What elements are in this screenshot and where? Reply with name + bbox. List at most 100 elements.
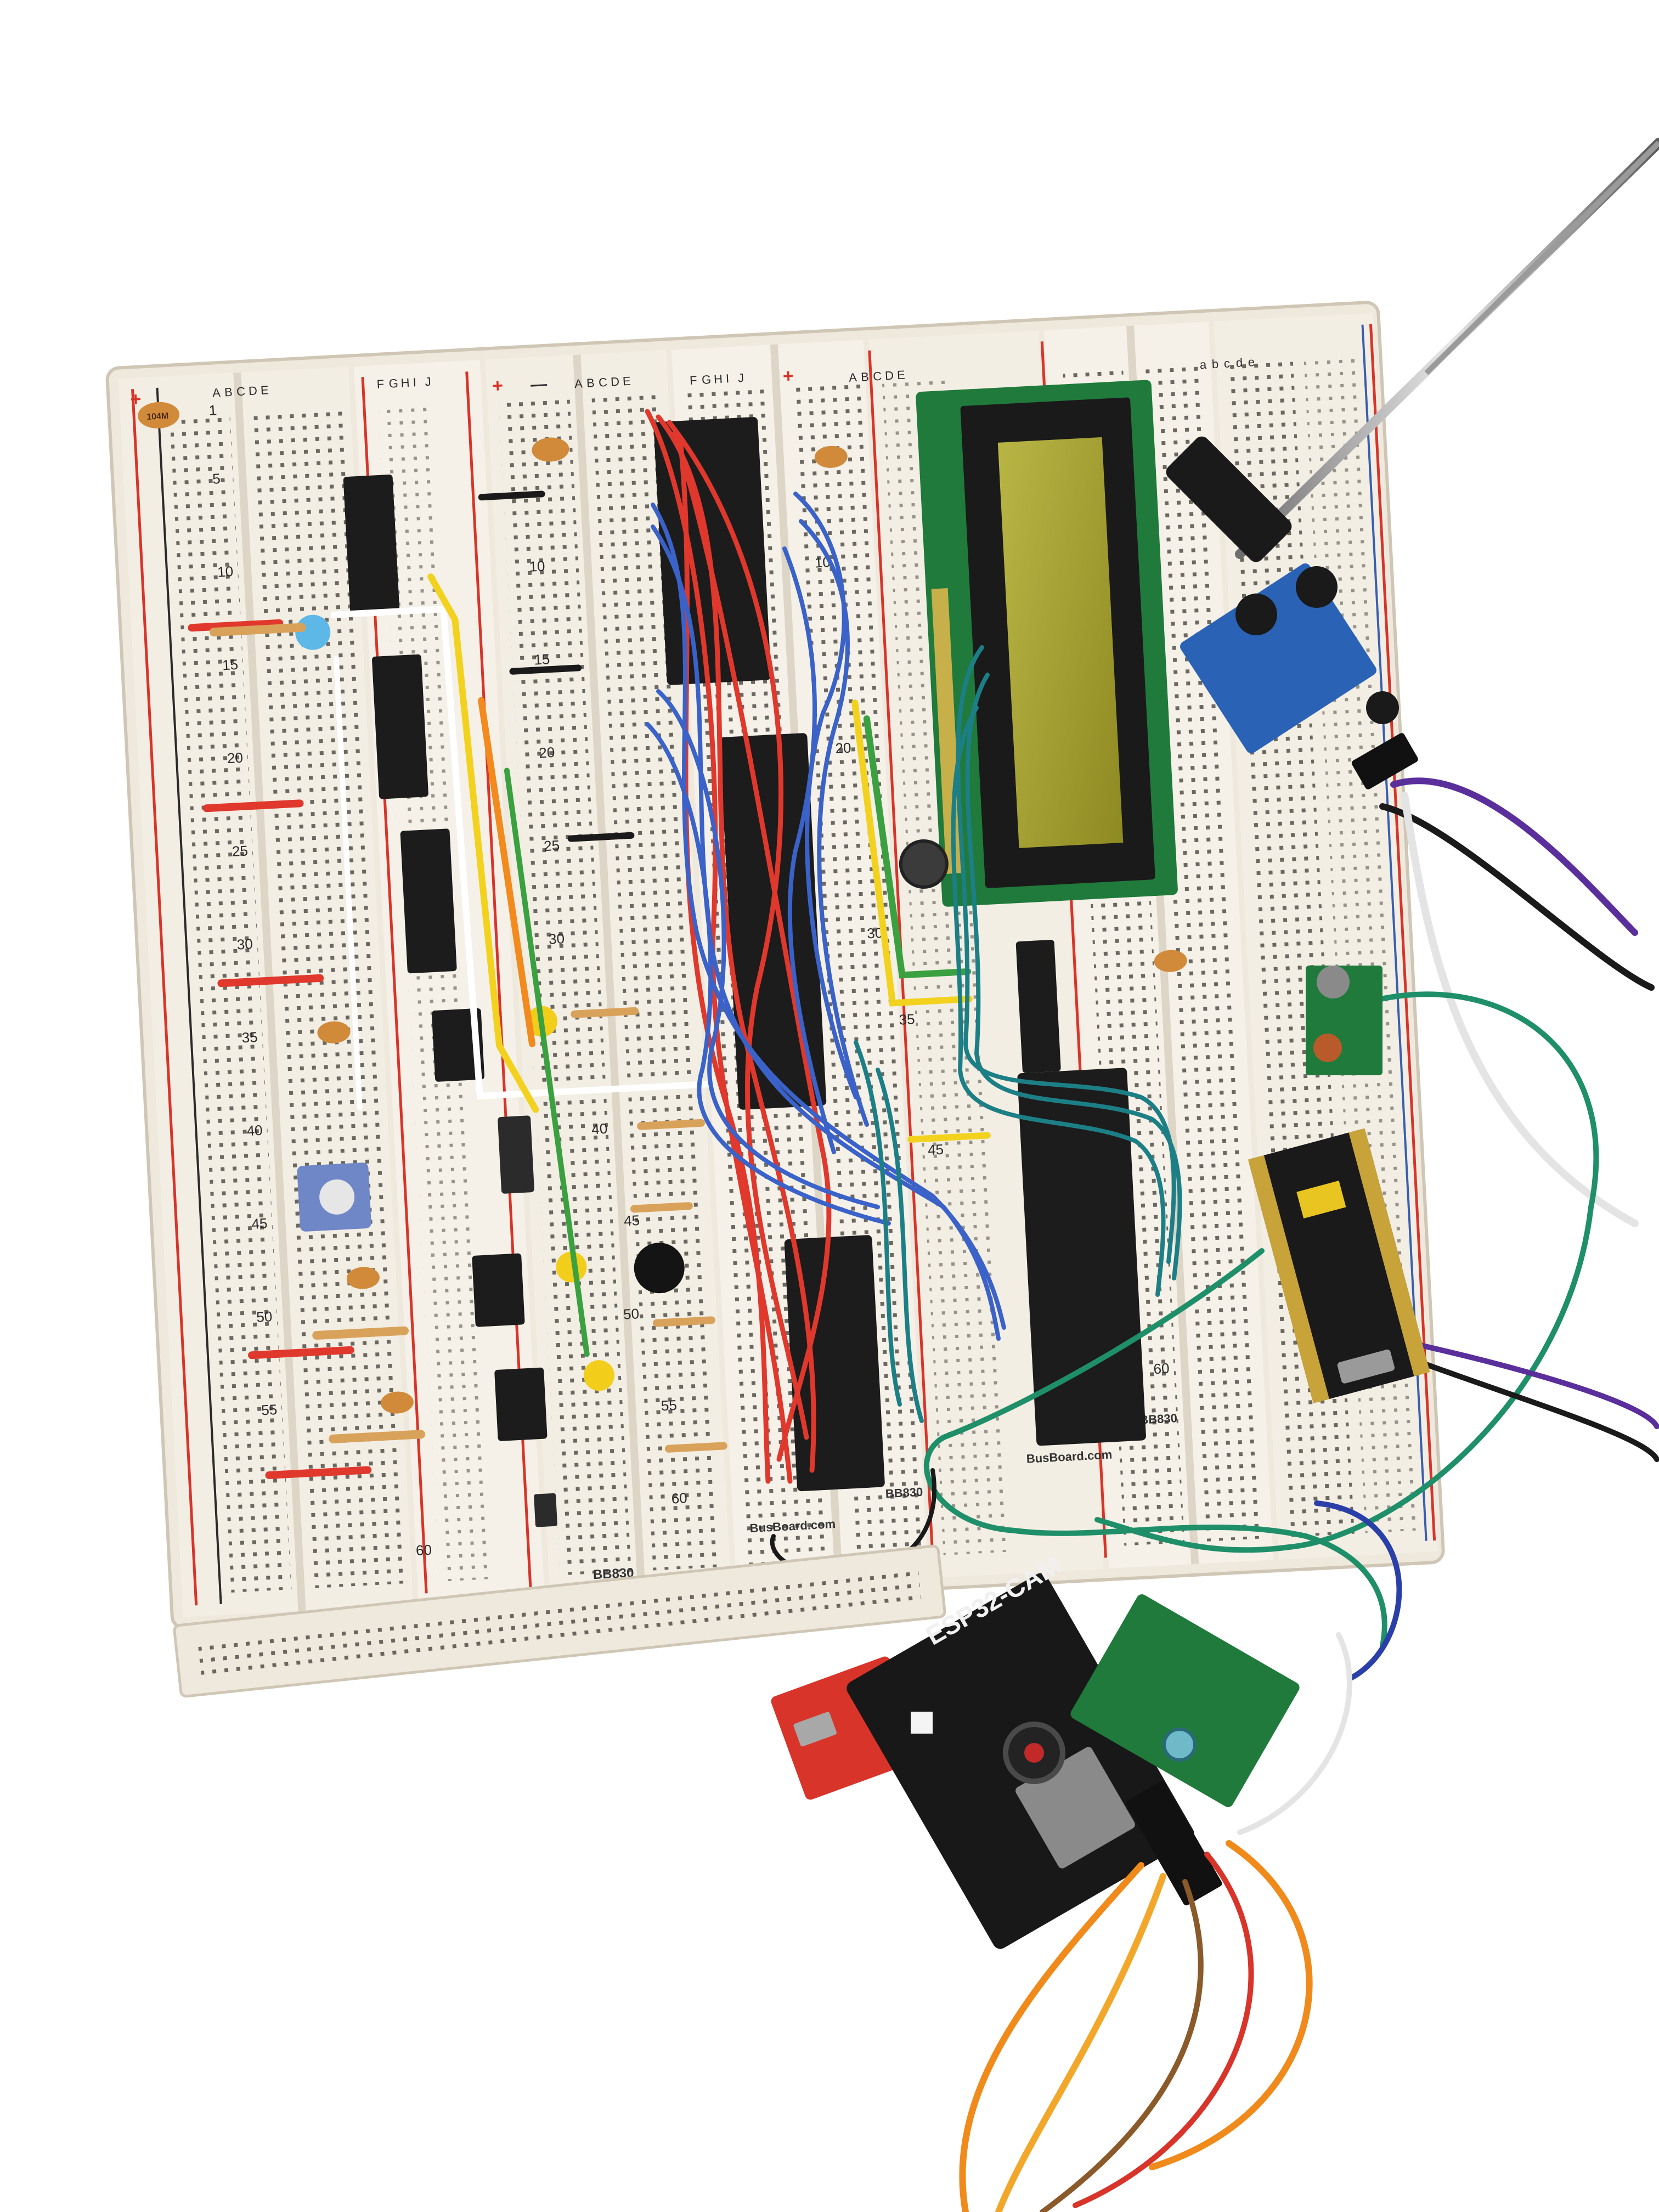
column-number: 35: [899, 1011, 915, 1028]
jumper-wire: [907, 1132, 991, 1143]
row-letter: C: [236, 385, 245, 399]
rail-minus-label: —: [530, 375, 548, 394]
dupont-wire: [1149, 1840, 1313, 2170]
column-number: 1: [208, 402, 217, 419]
lcd-module: [916, 380, 1178, 907]
row-letter: C: [598, 375, 607, 390]
electrolytic-capacitor: [634, 1243, 685, 1294]
ceramic-capacitor: [138, 402, 180, 428]
jumper-wire: [504, 768, 590, 1357]
row-letter: c: [1223, 357, 1230, 371]
audio-jack: [1296, 566, 1338, 608]
wire-bundle-blue: [645, 492, 1006, 1341]
flex-wire: [651, 524, 1001, 1341]
column-number: 40: [591, 1120, 608, 1137]
rotary-dial-knob: [319, 1179, 355, 1215]
resistor: [329, 1430, 425, 1443]
rail-plus-label-2: +: [492, 375, 504, 397]
row-letter: E: [260, 383, 269, 397]
column-number: 10: [529, 557, 545, 574]
flex-wire: [799, 519, 869, 1127]
row-letter: H: [713, 372, 723, 386]
column-number: 20: [538, 744, 555, 761]
column-number: 60: [671, 1489, 687, 1506]
row-letter: J: [425, 375, 431, 389]
column-number: 30: [236, 935, 253, 952]
antenna-base: [1166, 436, 1292, 562]
column-numbers-left: 1 5 10 15 20 25 30 35 40 45 50 55 60: [208, 402, 432, 1559]
row-letters-left: A B C D E: [212, 383, 269, 399]
ic-chip: [472, 1253, 525, 1327]
ceramic-capacitor: [346, 1267, 380, 1289]
row-letter: D: [248, 383, 257, 398]
camera-lens-center: [1024, 1743, 1044, 1763]
loose-wire: [1413, 1358, 1659, 1462]
row-letter: A: [849, 370, 857, 385]
ceramic-capacitor: [380, 1391, 414, 1414]
loose-wire: [923, 1248, 1387, 1649]
column-number: 15: [534, 651, 550, 668]
column-number: 50: [256, 1308, 273, 1325]
row-letter: a: [1199, 358, 1207, 372]
flex-wire: [645, 722, 891, 1226]
row-letter: d: [1235, 356, 1243, 370]
flex-wire: [876, 1068, 924, 1423]
model-label-2: BB830: [885, 1485, 923, 1501]
column-number: 40: [246, 1122, 263, 1139]
resistor: [664, 1442, 727, 1453]
column-number: 55: [261, 1401, 278, 1418]
column-number: 55: [661, 1397, 677, 1414]
ceramic-capacitor: [1154, 950, 1187, 972]
dupont-wire: [1073, 1852, 1254, 2208]
ic-chip: [494, 1367, 548, 1441]
jumper-wire: [567, 832, 635, 842]
column-number: 25: [543, 837, 560, 854]
esp32-cam-assembly: ESP32-CAM: [771, 1550, 1300, 1949]
resistor: [630, 1202, 693, 1213]
column-number: 10: [217, 563, 233, 580]
lcd-screen: [997, 437, 1124, 848]
jumper-wire: [333, 656, 363, 1111]
blue-led: [295, 614, 331, 650]
resistor: [571, 1007, 639, 1018]
dupont-wire: [959, 1862, 1144, 2212]
flex-wire: [854, 1040, 902, 1407]
row-letter: B: [224, 385, 233, 399]
slide-switch: [498, 1115, 534, 1194]
dupont-wire: [1237, 1632, 1352, 1835]
ic-chip: [343, 474, 400, 614]
column-number: 45: [927, 1141, 944, 1158]
jumper-wire: [188, 619, 284, 632]
external-wires: [770, 777, 1659, 1681]
jumper-wire: [248, 1346, 354, 1359]
dupont-wires: [959, 1632, 1352, 2212]
column-number: 50: [623, 1305, 639, 1322]
column-number: 15: [222, 656, 238, 673]
flex-wire: [965, 673, 1182, 1280]
ic-chip: [784, 1235, 885, 1492]
jumper-wire: [478, 490, 545, 501]
rail-plus-label: +: [130, 388, 142, 410]
jumper-wire: [217, 974, 324, 988]
loose-wire: [1379, 803, 1655, 991]
column-number: 30: [548, 930, 565, 947]
model-label-3: BB830: [1139, 1411, 1178, 1427]
audio-jack: [1235, 594, 1277, 635]
loose-wire: [1390, 777, 1638, 936]
loose-wire: [1401, 792, 1639, 1227]
row-letter: B: [861, 370, 870, 384]
yellow-led: [583, 1360, 614, 1391]
rf-transmitter-module: [1070, 1594, 1300, 1807]
column-number: 20: [835, 740, 851, 757]
column-number: 60: [1153, 1360, 1170, 1377]
row-letter: E: [896, 368, 905, 382]
ic-chip: [400, 828, 457, 974]
flex-wire: [793, 492, 858, 1099]
jumper-wire: [330, 605, 714, 1100]
row-letter: F: [689, 373, 697, 387]
row-letter: G: [701, 373, 711, 387]
row-letter: J: [737, 371, 744, 385]
jumper-wire: [202, 799, 304, 812]
resistor: [652, 1316, 715, 1327]
jumper-wire: [265, 1466, 372, 1479]
